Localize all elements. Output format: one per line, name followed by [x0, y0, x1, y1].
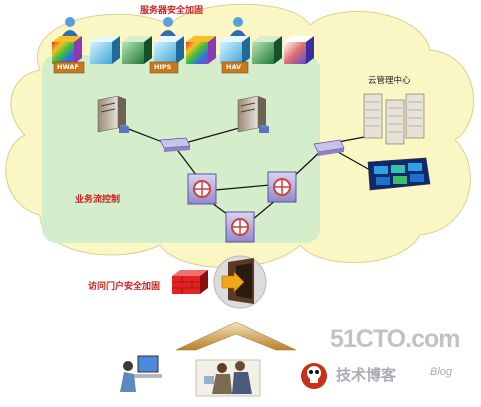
user-badge-icon — [62, 17, 246, 36]
hacker-icon — [301, 363, 327, 389]
watermark-blog: Blog — [430, 366, 453, 378]
cube-5 — [186, 36, 216, 64]
tag-hwaf-label: HWAF — [57, 63, 79, 71]
user-workstation-icon — [120, 355, 162, 392]
cloud-management-center-label: 云管理中心 — [368, 76, 411, 86]
watermark-logo: 51CTO.com — [330, 325, 460, 353]
user-group-icon — [195, 359, 261, 397]
switch-icon — [313, 139, 345, 156]
tag-hwaf — [53, 61, 85, 74]
security-cubes — [52, 36, 314, 64]
arrow-up-icon — [175, 321, 297, 351]
server-icon — [97, 95, 129, 133]
server-icon — [237, 95, 269, 133]
cube-1 — [52, 36, 82, 64]
server-rack-icon — [363, 93, 425, 145]
cube-8 — [284, 36, 314, 64]
firewall-brick-icon — [172, 270, 208, 294]
cube-4 — [154, 36, 184, 64]
portal-security-hardening-label: 访问门户安全加固 — [88, 282, 161, 292]
cube-2 — [90, 36, 120, 64]
server-hardening-label: 服务器安全加固 — [140, 6, 204, 16]
cube-6 — [220, 36, 250, 64]
business-flow-control-label: 业务流控制 — [75, 195, 121, 205]
cube-3 — [122, 36, 152, 64]
cube-7 — [252, 36, 282, 64]
switch-icon — [159, 137, 191, 152]
door-icon — [213, 255, 267, 309]
tag-hips — [149, 61, 179, 74]
tag-hav-label: HAV — [226, 63, 242, 71]
router-icon — [187, 173, 217, 205]
router-icon — [267, 171, 297, 203]
tag-hips-label: HIPS — [154, 63, 172, 71]
watermark-subtitle: 技术博客 — [336, 366, 397, 384]
monitor-wall-icon — [367, 157, 431, 191]
router-icon — [225, 211, 255, 243]
tag-hav — [221, 61, 249, 74]
